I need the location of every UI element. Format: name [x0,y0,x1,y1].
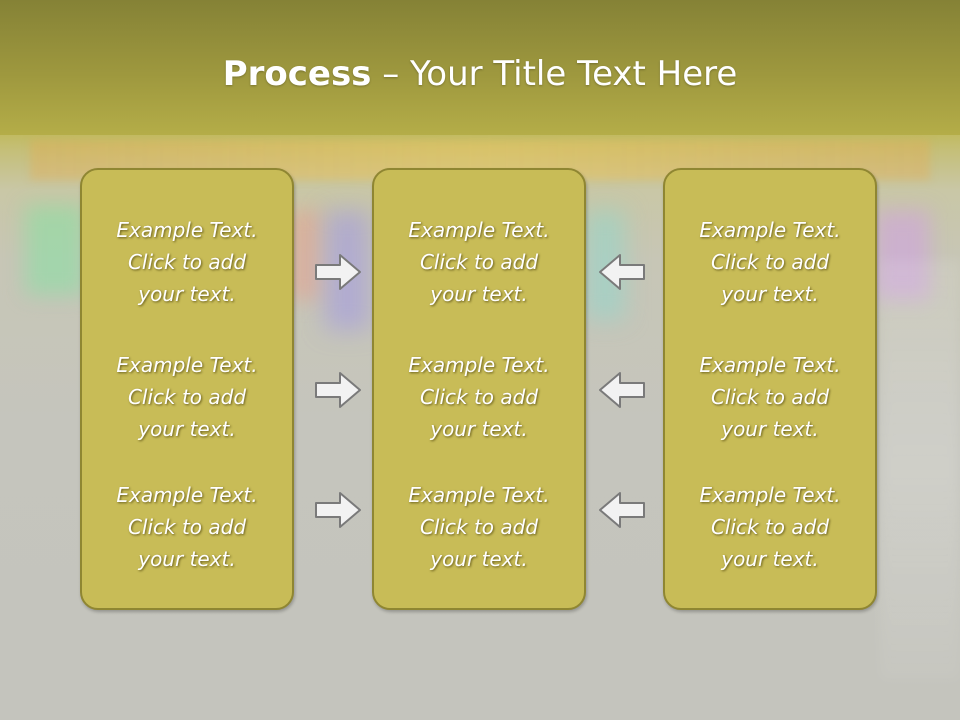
text-placeholder[interactable]: Example Text. Click to add your text. [82,214,292,310]
text-placeholder[interactable]: Example Text. Click to add your text. [82,479,292,575]
text-line: Click to add [127,385,247,409]
right-arrow-icon [315,372,361,408]
text-line: Click to add [419,515,539,539]
text-line: Click to add [710,515,830,539]
text-placeholder[interactable]: Example Text. Click to add your text. [82,349,292,445]
text-line: your text. [138,547,236,571]
text-line: Click to add [710,385,830,409]
left-arrow-icon [599,492,645,528]
text-line: Click to add [419,250,539,274]
right-arrow-icon [315,254,361,290]
text-line: Click to add [127,250,247,274]
text-line: Example Text. [116,483,258,507]
process-box-right[interactable]: Example Text. Click to add your text. Ex… [663,168,877,610]
text-line: your text. [138,282,236,306]
text-line: Example Text. [408,218,550,242]
text-placeholder[interactable]: Example Text. Click to add your text. [665,214,875,310]
text-line: Click to add [710,250,830,274]
text-line: your text. [721,417,819,441]
text-placeholder[interactable]: Example Text. Click to add your text. [374,214,584,310]
process-box-center[interactable]: Example Text. Click to add your text. Ex… [372,168,586,610]
text-placeholder[interactable]: Example Text. Click to add your text. [374,349,584,445]
text-line: Click to add [127,515,247,539]
title-band [0,0,960,135]
process-box-left[interactable]: Example Text. Click to add your text. Ex… [80,168,294,610]
text-placeholder[interactable]: Example Text. Click to add your text. [665,479,875,575]
text-placeholder[interactable]: Example Text. Click to add your text. [665,349,875,445]
right-arrow-icon [315,492,361,528]
text-line: Example Text. [116,353,258,377]
text-line: Example Text. [408,353,550,377]
text-line: Example Text. [699,353,841,377]
left-arrow-icon [599,254,645,290]
text-line: your text. [430,282,528,306]
text-placeholder[interactable]: Example Text. Click to add your text. [374,479,584,575]
text-line: Click to add [419,385,539,409]
text-line: your text. [138,417,236,441]
text-line: your text. [721,547,819,571]
slide-title[interactable]: Process – Your Title Text Here [0,52,960,96]
text-line: Example Text. [116,218,258,242]
title-bold: Process [222,54,372,94]
text-line: your text. [721,282,819,306]
text-line: Example Text. [408,483,550,507]
title-rest: – Your Title Text Here [371,54,738,94]
left-arrow-icon [599,372,645,408]
text-line: your text. [430,417,528,441]
text-line: Example Text. [699,218,841,242]
text-line: Example Text. [699,483,841,507]
text-line: your text. [430,547,528,571]
